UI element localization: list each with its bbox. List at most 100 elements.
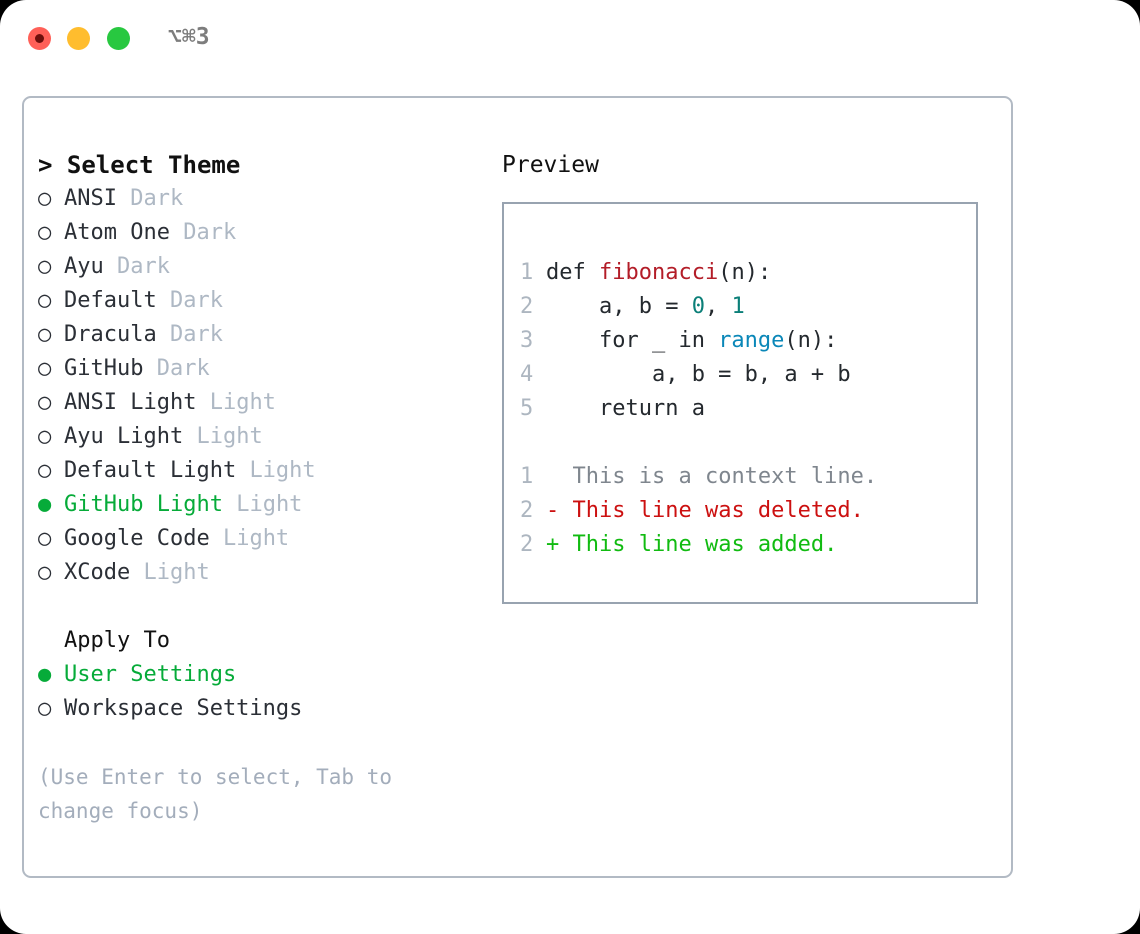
code-line: 4 a, b = b, a + b (520, 358, 976, 392)
code-token-plain: (n): (718, 260, 772, 285)
theme-option-name: GitHub (64, 356, 144, 381)
radio-selected-icon: ● (38, 492, 52, 517)
diff-line-del: 2- This line was deleted. (520, 494, 976, 528)
code-token-plain: a, b = (546, 294, 692, 319)
theme-option-name: Dracula (64, 322, 157, 347)
theme-option-variant: Dark (183, 220, 237, 245)
diff-line-text: This is a context line. (572, 464, 878, 489)
theme-option-list[interactable]: ○ANSI Dark○Atom One Dark○Ayu Dark○Defaul… (38, 182, 478, 590)
preview-title: Preview (502, 152, 599, 178)
theme-option-variant: Dark (169, 322, 223, 347)
theme-option-variant: Light (143, 560, 210, 585)
theme-option-ayu-light[interactable]: ○Ayu Light Light (38, 420, 478, 454)
theme-option-name: XCode (64, 560, 131, 585)
theme-option-variant: Light (209, 390, 276, 415)
theme-option-variant: Dark (169, 288, 223, 313)
code-token-builtin: range (718, 328, 785, 353)
code-token-plain: , (704, 294, 732, 319)
prompt-marker-icon: > (38, 151, 53, 179)
radio-unselected-icon: ○ (38, 288, 52, 313)
radio-unselected-icon: ○ (38, 356, 52, 381)
theme-option-name: ANSI Light (64, 390, 197, 415)
theme-option-variant: Light (222, 526, 290, 551)
theme-option-name: GitHub Light (64, 492, 223, 517)
diff-line-number: 1 (520, 464, 534, 489)
apply-to-header: Apply To (64, 628, 170, 653)
theme-option-default-light[interactable]: ○Default Light Light (38, 454, 478, 488)
code-token-num: 1 (731, 294, 745, 319)
theme-option-name: Ayu (64, 254, 104, 279)
code-token-num: 0 (691, 294, 705, 319)
diff-line-number: 2 (520, 532, 534, 557)
diff-line-add: 2+ This line was added. (520, 528, 976, 562)
code-line-number: 4 (520, 362, 534, 387)
code-token-func: fibonacci (598, 260, 719, 285)
code-line-number: 5 (520, 396, 534, 421)
theme-option-name: Google Code (64, 526, 210, 551)
theme-selector-column: > Select Theme ○ANSI Dark○Atom One Dark○… (38, 148, 478, 828)
diff-marker-ctx (546, 464, 573, 489)
radio-unselected-icon: ○ (38, 390, 52, 415)
minimize-button[interactable] (67, 27, 90, 50)
radio-unselected-icon: ○ (38, 254, 52, 279)
theme-option-google-code[interactable]: ○Google Code Light (38, 522, 478, 556)
radio-unselected-icon: ○ (38, 696, 52, 721)
window-title-bar: ⌥⌘3 (0, 0, 1140, 78)
radio-unselected-icon: ○ (38, 322, 52, 347)
list-spacer (38, 590, 478, 624)
code-token-plain: (n): (784, 328, 838, 353)
theme-option-dracula[interactable]: ○ Dracula Dark (38, 318, 478, 352)
theme-option-variant: Light (196, 424, 263, 449)
hint-spacer (38, 726, 478, 760)
preview-diff-block: 1 This is a context line.2- This line wa… (520, 460, 976, 562)
diff-marker-del: - (546, 498, 573, 523)
theme-option-ansi[interactable]: ○ANSI Dark (38, 182, 478, 216)
theme-option-variant: Light (249, 458, 316, 483)
apply-to-option-workspace-settings[interactable]: ○ Workspace Settings (38, 692, 478, 726)
code-line: 3 for _ in range(n): (520, 324, 976, 358)
code-token-plain: def (546, 260, 599, 285)
theme-option-name: Default (64, 288, 157, 313)
code-line: 1 def fibonacci(n): (520, 256, 976, 290)
radio-unselected-icon: ○ (38, 458, 52, 483)
theme-option-variant: Light (236, 492, 303, 517)
diff-marker-add: + (546, 532, 573, 557)
theme-option-name: Atom One (64, 220, 170, 245)
code-token-plain: return a (546, 396, 705, 421)
theme-option-ansi-light[interactable]: ○ ANSI Light Light (38, 386, 478, 420)
close-icon (35, 34, 44, 43)
theme-option-variant: Dark (130, 186, 184, 211)
theme-option-github-light[interactable]: ● GitHub Light Light (38, 488, 478, 522)
select-theme-header-label: Select Theme (66, 151, 241, 179)
code-line-number: 3 (520, 328, 534, 353)
theme-option-variant: Dark (117, 254, 170, 279)
code-line-number: 2 (520, 294, 534, 319)
code-token-plain: a, b = b, a + b (546, 362, 851, 387)
apply-to-option-name: User Settings (64, 662, 237, 687)
select-theme-header: > Select Theme (38, 148, 478, 182)
theme-option-xcode[interactable]: ○XCode Light (38, 556, 478, 590)
maximize-button[interactable] (107, 27, 130, 50)
apply-to-option-user-settings[interactable]: ● User Settings (38, 658, 478, 692)
apply-to-option-list[interactable]: ● User Settings ○ Workspace Settings (38, 658, 478, 726)
code-line: 2 a, b = 0, 1 (520, 290, 976, 324)
diff-line-text: This line was deleted. (572, 498, 864, 523)
theme-option-github[interactable]: ○GitHub Dark (38, 352, 478, 386)
radio-unselected-icon: ○ (38, 424, 52, 449)
window-shortcut-label: ⌥⌘3 (168, 24, 210, 50)
diff-line-ctx: 1 This is a context line. (520, 460, 976, 494)
diff-line-number: 2 (520, 498, 534, 523)
radio-selected-icon: ● (38, 662, 52, 687)
preview-blank-line (520, 426, 976, 460)
radio-unselected-icon: ○ (38, 220, 52, 245)
theme-option-name: ANSI (64, 186, 117, 211)
code-line-number: 1 (520, 260, 534, 285)
theme-option-default[interactable]: ○ Default Dark (38, 284, 478, 318)
theme-option-ayu[interactable]: ○ Ayu Dark (38, 250, 478, 284)
close-button[interactable] (28, 27, 51, 50)
theme-option-atom-one[interactable]: ○ Atom One Dark (38, 216, 478, 250)
apply-to-option-name: Workspace Settings (64, 696, 303, 721)
